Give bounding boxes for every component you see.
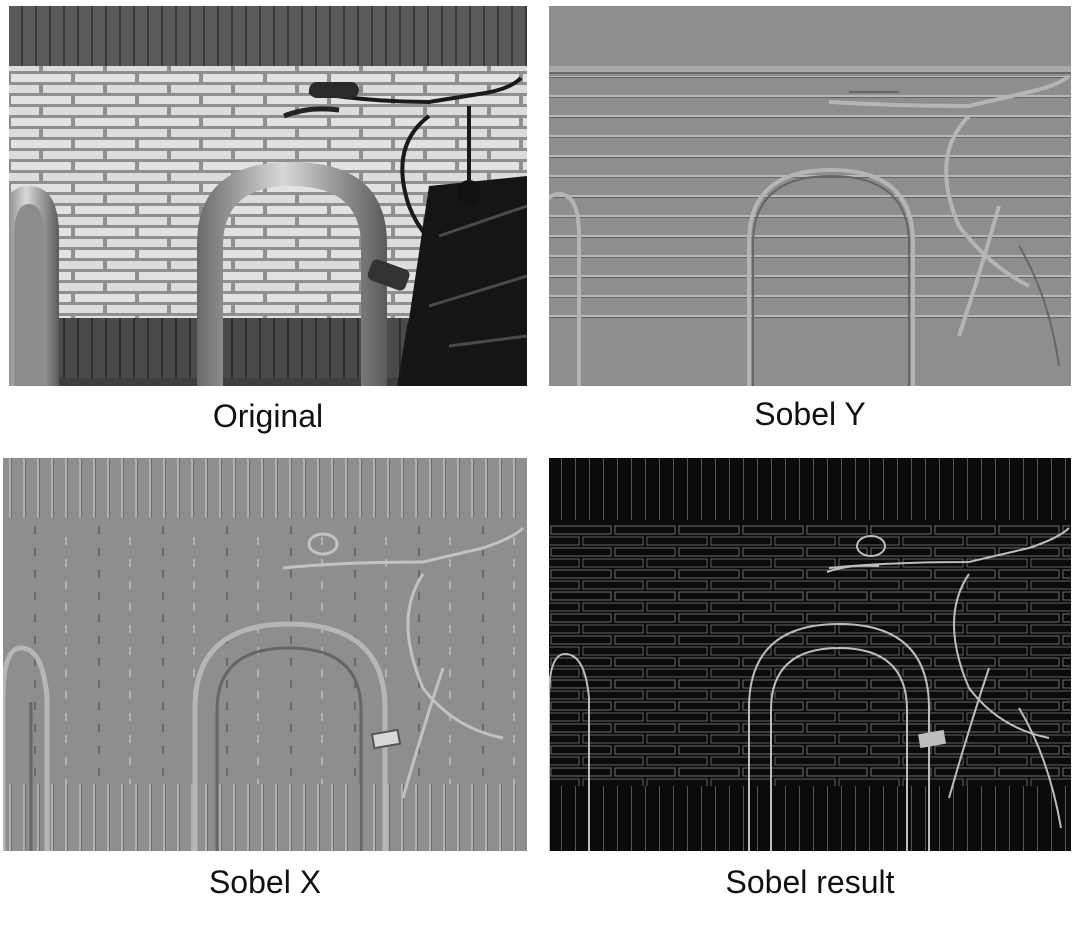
- caption-sobel-y: Sobel Y: [754, 396, 866, 432]
- sobel-y-image: [549, 6, 1071, 386]
- caption-original: Original: [212, 398, 324, 434]
- sobel-x-image: [3, 458, 527, 851]
- caption-sobel-x: Sobel X: [208, 864, 322, 900]
- original-image: [9, 6, 527, 386]
- sobel-result-image: [549, 458, 1071, 851]
- caption-sobel-result: Sobel result: [725, 864, 895, 900]
